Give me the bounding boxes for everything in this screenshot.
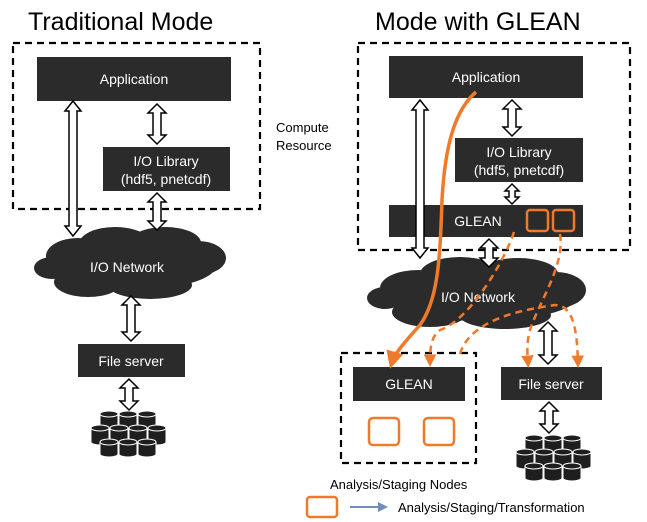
compute-resource-boundary-left — [11, 41, 262, 211]
glean-box-staging — [353, 367, 465, 401]
compute-resource-boundary-right — [356, 41, 632, 252]
double-arrow-glean-to-network-right — [478, 237, 500, 269]
application-box-right — [389, 56, 583, 98]
compute-resource-label: Compute — [276, 120, 329, 135]
application-label-left: Application — [100, 71, 169, 87]
io-library-box-right — [455, 138, 583, 182]
double-arrow-app-to-iolib-right — [501, 98, 523, 138]
file-server-label-right: File server — [518, 376, 584, 392]
application-label-right: Application — [452, 69, 521, 85]
glean-mode-title: Mode with GLEAN — [375, 8, 581, 36]
storage-disks-icon-left — [90, 410, 167, 458]
double-arrow-iolib-to-network-left — [146, 191, 168, 232]
analysis-node-icon-staging-2 — [422, 416, 456, 447]
double-arrow-fileserver-to-disks-right — [538, 400, 560, 435]
io-library-label-right: I/O Library — [486, 144, 551, 160]
traditional-mode-title: Traditional Mode — [28, 8, 213, 36]
double-arrow-app-to-network-right — [410, 98, 430, 260]
io-network-cloud-left — [34, 227, 226, 299]
analysis-node-icon-compute-2 — [551, 208, 576, 233]
application-box-left — [37, 57, 231, 101]
file-server-label-left: File server — [98, 353, 164, 369]
file-server-box-left — [78, 344, 185, 377]
glean-label-compute: GLEAN — [454, 213, 501, 229]
io-library-sub-label-right: (hdf5, pnetcdf) — [474, 162, 564, 178]
double-arrow-network-to-fileserver-left — [120, 294, 142, 343]
file-server-box-right — [501, 367, 602, 400]
analysis-node-icon-compute-1 — [525, 208, 550, 233]
double-arrow-app-to-iolib-left — [146, 102, 168, 146]
legend-orange-box-icon — [305, 495, 339, 519]
orange-flow-application-to-staging-glean — [386, 90, 478, 369]
io-network-label-left: I/O Network — [90, 259, 165, 275]
double-arrow-app-to-network-left — [63, 99, 83, 238]
analysis-staging-nodes-label: Analysis/Staging Nodes — [330, 477, 468, 492]
orange-flow-glean-to-staging-dashed — [423, 231, 516, 367]
analysis-staging-nodes-boundary — [339, 351, 478, 465]
storage-disks-icon-right — [515, 434, 592, 482]
io-library-label-left: I/O Library — [133, 153, 198, 169]
legend-arrow-label: Analysis/Staging/Transformation — [398, 500, 585, 515]
io-library-sub-label-left: (hdf5, pnetcdf) — [121, 171, 211, 187]
double-arrow-network-to-fileserver-right — [537, 320, 559, 366]
double-arrow-iolib-to-glean-right — [503, 182, 521, 206]
orange-flow-glean-to-fileserver-dashed — [521, 233, 562, 368]
orange-flow-staging-to-fileserver-dashed — [458, 303, 584, 368]
compute-resource-sub-label: Resource — [276, 138, 332, 153]
double-arrow-fileserver-to-disks-left — [118, 377, 140, 412]
io-library-box-left — [103, 147, 230, 191]
glean-label-staging: GLEAN — [385, 376, 432, 392]
analysis-node-icon-staging-1 — [367, 416, 401, 447]
